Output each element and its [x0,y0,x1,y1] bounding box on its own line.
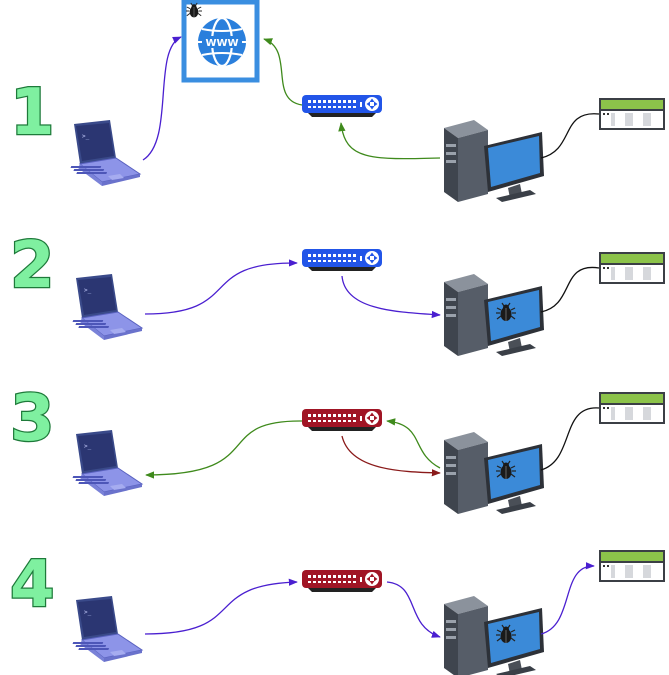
router-icon [302,570,382,592]
globe-icon: WWW [198,16,246,68]
device-panel-icon [599,392,665,424]
step-number-1: 1 [10,76,55,150]
laptop-icon [72,273,143,341]
edge-laptop-to-website [142,36,182,161]
edge-router-to-website [263,38,303,106]
edge-computer-to-router [338,122,441,160]
link-computer-to-panel [540,266,600,313]
step-number-2: 2 [10,229,55,303]
edge-router-to-computer [341,275,441,319]
router-icon [302,409,382,431]
edge-router-to-computer [341,435,441,477]
edge-laptop-to-router [144,259,298,315]
laptop-icon [70,119,141,187]
www-label: WWW [205,38,238,49]
edge-computer-to-panel [540,562,595,635]
edge-router-to-computer [386,581,441,638]
edge-computer-to-router [386,418,441,469]
desktop-computer-icon [444,274,544,356]
edge-router-to-laptop [145,420,303,479]
desktop-computer-icon [444,432,544,514]
router-icon [302,95,382,117]
device-panel-icon [599,98,665,130]
device-panel-icon [599,252,665,284]
link-computer-to-panel [540,407,600,471]
step-number-3: 3 [10,382,55,456]
website-node: WWW [181,0,260,83]
desktop-computer-icon [444,596,544,675]
router-icon [302,249,382,271]
device-panel-icon [599,550,665,582]
laptop-icon [72,595,143,663]
desktop-computer-icon [444,120,544,202]
link-computer-to-panel [540,113,600,159]
step-number-4: 4 [10,548,55,622]
laptop-icon [72,429,143,497]
edge-laptop-to-router [144,578,298,635]
